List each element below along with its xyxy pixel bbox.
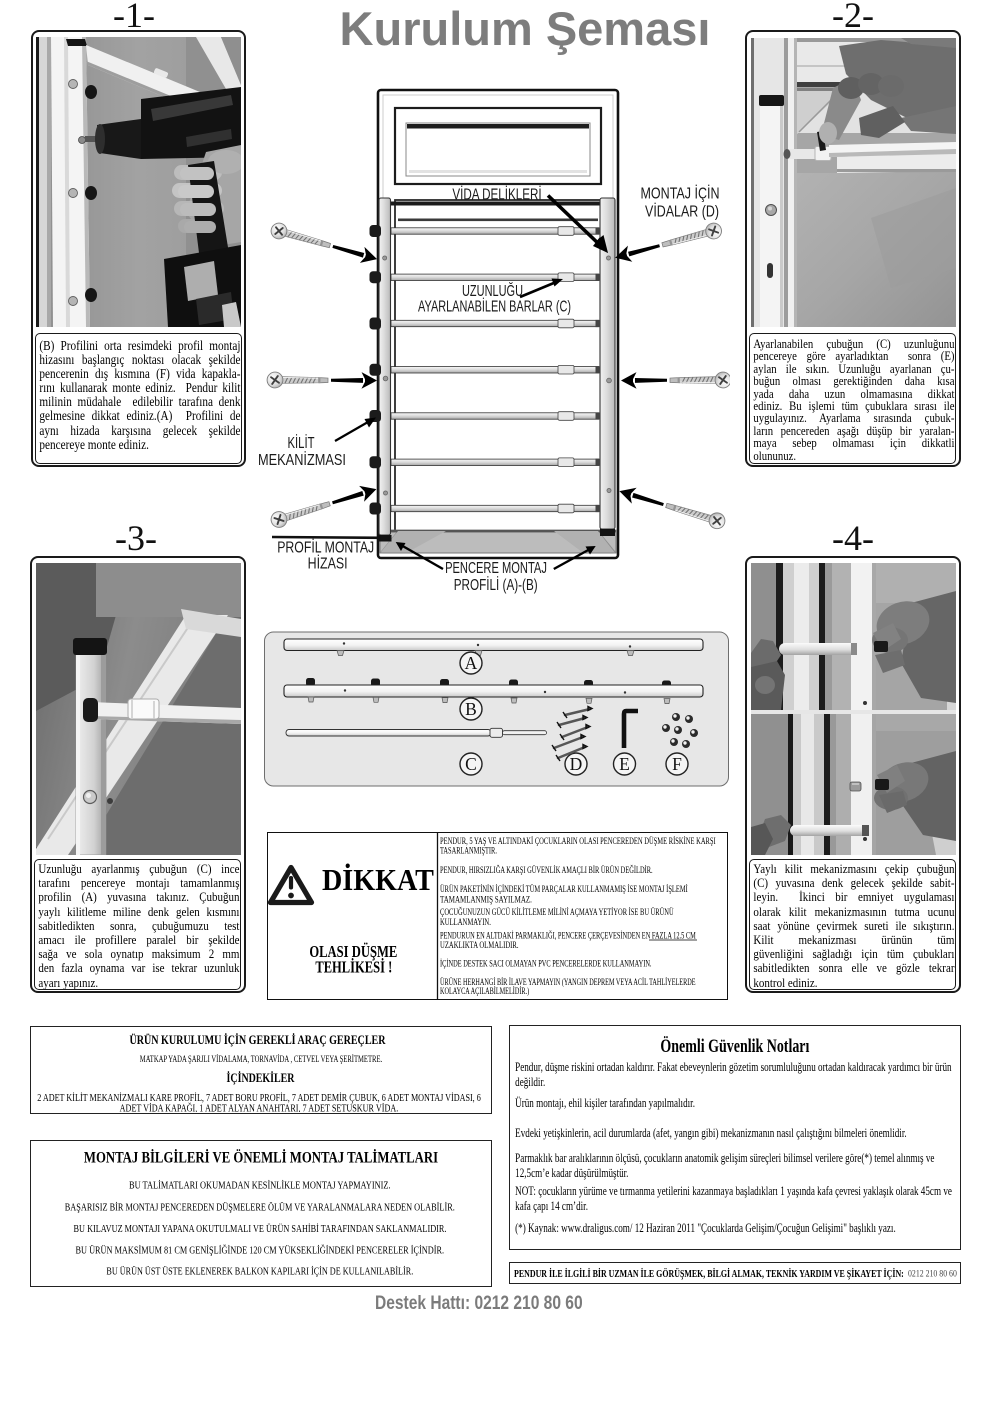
svg-text:E: E — [619, 754, 630, 774]
svg-text:İÇİNDEKİLER: İÇİNDEKİLER — [227, 1070, 295, 1086]
svg-text:PENDURUN EN ALTDAKİ PARMAKLIĞI: PENDURUN EN ALTDAKİ PARMAKLIĞI, PENCERE … — [440, 929, 696, 941]
svg-text:KİLİT: KİLİT — [288, 432, 315, 452]
svg-text:B: B — [465, 699, 477, 719]
svg-text:DİKKAT: DİKKAT — [322, 863, 434, 898]
svg-text:OLASI DÜŞME: OLASI DÜŞME — [309, 942, 397, 961]
svg-text:ÜRÜNE HERHANGİ BİR İLAVE YAPMA: ÜRÜNE HERHANGİ BİR İLAVE YAPMAYIN (YANGI… — [440, 977, 696, 988]
svg-text:MEKANİZMASI: MEKANİZMASI — [258, 449, 346, 469]
svg-text:PENDUR İLE İLGİLİ BİR UZMAN İL: PENDUR İLE İLGİLİ BİR UZMAN İLE GÖRÜŞMEK… — [514, 1266, 904, 1281]
svg-text:BU KILAVUZ MONTAJI YAPANA OKUT: BU KILAVUZ MONTAJI YAPANA OKUTULMALI VE … — [74, 1222, 447, 1235]
svg-text:MATKAP YADA ŞARJLI VİDALAMA, T: MATKAP YADA ŞARJLI VİDALAMA, TORNAVİDA ,… — [140, 1054, 382, 1064]
svg-text:C: C — [465, 754, 477, 774]
svg-text:MONTAJ İÇİN: MONTAJ İÇİN — [641, 183, 720, 203]
svg-text:UZUNLUĞU: UZUNLUĞU — [462, 281, 523, 300]
svg-text:ÜRÜN PAKETİNİN İÇİNDEKİ TÜM PA: ÜRÜN PAKETİNİN İÇİNDEKİ TÜM PARÇALAR KUL… — [440, 884, 688, 895]
svg-text:HİZASI: HİZASI — [308, 553, 348, 573]
svg-text:PENDUR, 5 YAŞ VE ALTINDAKİ ÇOC: PENDUR, 5 YAŞ VE ALTINDAKİ ÇOCUKLARIN OL… — [440, 836, 716, 846]
svg-text:ADET VİDA KAPAĞI, 1 ADET ALYAN: ADET VİDA KAPAĞI, 1 ADET ALYAN ANAHTARI,… — [120, 1102, 399, 1112]
svg-text:PROFİLİ (A)-(B): PROFİLİ (A)-(B) — [454, 574, 538, 593]
svg-text:PENDUR, HIRSIZLIĞA KARŞI GÜVEN: PENDUR, HIRSIZLIĞA KARŞI GÜVENLİK AMAÇLI… — [440, 864, 653, 876]
svg-text:PROFİL MONTAJ: PROFİL MONTAJ — [277, 537, 374, 557]
svg-text:ÜRÜN KURULUMU İÇİN GEREKLİ ARA: ÜRÜN KURULUMU İÇİN GEREKLİ ARAÇ GEREÇLER — [130, 1033, 387, 1047]
svg-text:AYARLANABİLEN BARLAR (C): AYARLANABİLEN BARLAR (C) — [418, 297, 571, 315]
svg-text:BU TALİMATLARI OKUMADAN KESİNL: BU TALİMATLARI OKUMADAN KESİNLİKLE MONTA… — [129, 1179, 391, 1192]
svg-text:İÇİNDE DESTEK SACI OLMAYAN PVC: İÇİNDE DESTEK SACI OLMAYAN PVC PENCERELE… — [440, 958, 652, 969]
svg-text:PENCERE MONTAJ: PENCERE MONTAJ — [445, 559, 547, 576]
svg-text:2 ADET KİLİT MEKANİZMALI KARE: 2 ADET KİLİT MEKANİZMALI KARE PROFİL, 7 … — [37, 1093, 481, 1104]
svg-text:ÇOCUĞUNUZUN GÜCÜ KİLİTLEME MİL: ÇOCUĞUNUZUN GÜCÜ KİLİTLEME MİLİNİ AÇMAYA… — [440, 906, 674, 918]
svg-text:VİDA DELİKLERİ: VİDA DELİKLERİ — [452, 183, 541, 202]
svg-text:TAMAMLANMIŞ SAYILMAZ.: TAMAMLANMIŞ SAYILMAZ. — [440, 895, 532, 905]
svg-text:BAŞARISIZ BİR MONTAJ PENCEREDE: BAŞARISIZ BİR MONTAJ PENCEREDEN DÜŞMELER… — [65, 1201, 455, 1214]
svg-text:TEHLİKESİ !: TEHLİKESİ ! — [315, 958, 392, 977]
svg-text:F: F — [672, 754, 682, 774]
svg-text:VİDALAR (D): VİDALAR (D) — [645, 201, 719, 221]
svg-text:D: D — [570, 754, 583, 774]
svg-text:0212 210 80 60: 0212 210 80 60 — [908, 1268, 957, 1279]
svg-text:KULLANMAYIN.: KULLANMAYIN. — [440, 917, 491, 927]
svg-text:KOLAYCA AÇILABİLMELİDİR.): KOLAYCA AÇILABİLMELİDİR.) — [440, 986, 529, 997]
svg-text:TASARLANMIŞTIR.: TASARLANMIŞTIR. — [440, 845, 497, 856]
svg-text:BU ÜRÜN MAKSİMUM 81 CM GENİŞLİ: BU ÜRÜN MAKSİMUM 81 CM GENİŞLİĞİNDE 120 … — [76, 1244, 445, 1257]
svg-text:BU ÜRÜN ÜST ÜSTE EKLENEREK BAL: BU ÜRÜN ÜST ÜSTE EKLENEREK BALKON KAPILA… — [106, 1264, 413, 1277]
svg-text:MONTAJ BİLGİLERİ VE ÖNEMLİ MON: MONTAJ BİLGİLERİ VE ÖNEMLİ MONTAJ TALİMA… — [84, 1148, 439, 1167]
svg-text:UZAKLIKTA OLMALIDIR.: UZAKLIKTA OLMALIDIR. — [440, 940, 519, 950]
svg-text:A: A — [465, 653, 478, 673]
